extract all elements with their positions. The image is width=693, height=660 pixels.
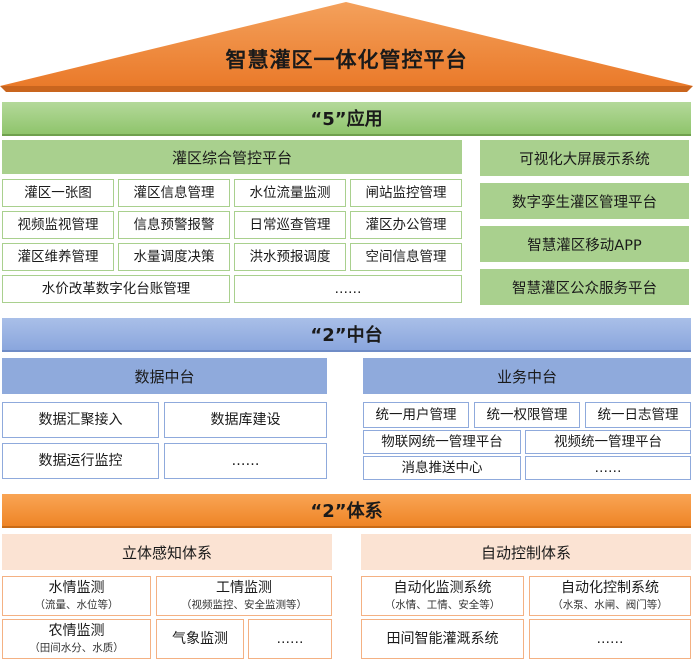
weather-monitoring: 气象监测 (156, 619, 244, 659)
middle-platform-band: “2”中台 (2, 318, 691, 350)
digital-twin-platform: 数字孪生灌区管理平台 (480, 183, 689, 219)
mobile-app: 智慧灌区移动APP (480, 226, 689, 262)
agri-monitoring-title: 农情监测 (48, 623, 105, 640)
comprehensive-platform-header: 灌区综合管控平台 (2, 140, 462, 174)
app-item-more: …… (234, 275, 462, 303)
app-item: 空间信息管理 (350, 243, 462, 271)
business-item-more: …… (525, 456, 691, 480)
sensing-system-header: 立体感知体系 (2, 534, 332, 570)
water-monitoring-title: 水情监测 (48, 580, 105, 597)
automation-monitoring-sub: （水情、工情、安全等） (384, 599, 501, 612)
engineering-monitoring: 工情监测 （视频监控、安全监测等） (156, 576, 332, 616)
business-platform-header: 业务中台 (363, 358, 691, 394)
app-item: 洪水预报调度 (234, 243, 346, 271)
app-item-wide: 水价改革数字化台账管理 (2, 275, 230, 303)
agri-monitoring-sub: （田间水分、水质） (29, 642, 124, 655)
app-item: 闸站监控管理 (350, 179, 462, 207)
control-more: …… (529, 619, 691, 659)
automation-monitoring-title: 自动化监测系统 (393, 580, 492, 597)
agri-monitoring: 农情监测 （田间水分、水质） (2, 619, 151, 659)
data-platform-item: 数据运行监控 (2, 443, 159, 479)
water-monitoring-sub: （流量、水位等） (34, 599, 119, 612)
systems-band: “2”体系 (2, 494, 691, 526)
engineering-monitoring-sub: （视频监控、安全监测等） (181, 599, 307, 612)
public-service-platform: 智慧灌区公众服务平台 (480, 269, 689, 305)
automation-monitoring-system: 自动化监测系统 （水情、工情、安全等） (361, 576, 524, 616)
business-item: 统一用户管理 (363, 402, 469, 428)
data-platform-item: 数据库建设 (164, 402, 327, 438)
water-monitoring: 水情监测 （流量、水位等） (2, 576, 151, 616)
apps-band: “5”应用 (2, 102, 691, 134)
automation-control-system: 自动化控制系统 （水泵、水闸、阀门等） (529, 576, 691, 616)
business-item: 统一日志管理 (585, 402, 691, 428)
sensing-more: …… (248, 619, 332, 659)
app-item: 日常巡查管理 (234, 211, 346, 239)
field-irrigation-system: 田间智能灌溉系统 (361, 619, 524, 659)
business-item: 统一权限管理 (474, 402, 580, 428)
visual-screen-system: 可视化大屏展示系统 (480, 140, 689, 176)
app-item: 水量调度决策 (118, 243, 230, 271)
app-item: 信息预警报警 (118, 211, 230, 239)
automation-control-title: 自动化控制系统 (561, 580, 659, 597)
app-item: 灌区维养管理 (2, 243, 114, 271)
app-item: 灌区办公管理 (350, 211, 462, 239)
app-item: 灌区信息管理 (118, 179, 230, 207)
data-platform-item: 数据汇聚接入 (2, 402, 159, 438)
roof (0, 2, 693, 92)
app-item: 水位流量监测 (234, 179, 346, 207)
automation-control-sub: （水泵、水闸、阀门等） (552, 599, 668, 612)
engineering-monitoring-title: 工情监测 (216, 580, 272, 597)
business-item: 消息推送中心 (363, 456, 521, 480)
business-item: 视频统一管理平台 (525, 430, 691, 454)
platform-title: 智慧灌区一体化管控平台 (225, 48, 468, 72)
business-item: 物联网统一管理平台 (363, 430, 521, 454)
data-platform-header: 数据中台 (2, 358, 327, 394)
data-platform-item-more: …… (164, 443, 327, 479)
app-item: 灌区一张图 (2, 179, 114, 207)
app-item: 视频监视管理 (2, 211, 114, 239)
control-system-header: 自动控制体系 (361, 534, 691, 570)
